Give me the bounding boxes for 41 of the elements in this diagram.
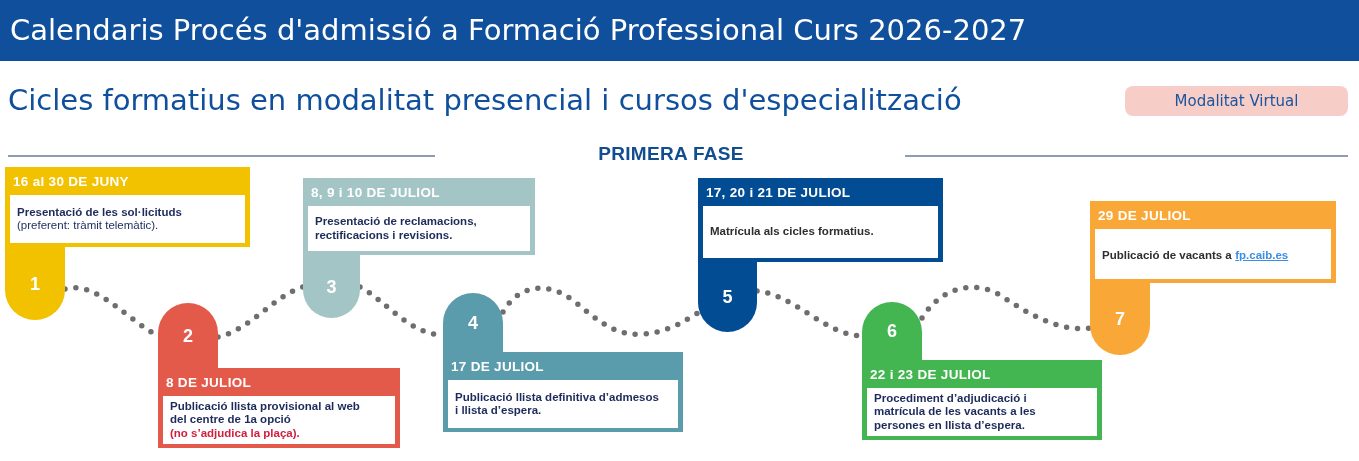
step-number: 1 — [30, 274, 40, 293]
section-heading: Cicles formatius en modalitat presencial i cursos d'especialització — [8, 84, 962, 118]
note-text: (no s’adjudica la plaça). — [170, 426, 300, 440]
step-number: 6 — [887, 322, 897, 340]
description-text: Procediment d’adjudicació i matrícula de les vacants a les persones en llista d’espera. — [874, 392, 1037, 432]
step-card — [158, 368, 400, 448]
step-card — [862, 360, 1102, 440]
number-tab — [862, 302, 922, 360]
date-heading: 16 al 30 DE JUNY — [13, 174, 129, 189]
description-text: Publicació de vacants a — [1102, 249, 1232, 261]
page-title: Calendaris Procés d'admissió a Formació Professional Curs 2026-2027 — [10, 13, 1027, 48]
step-card — [443, 352, 683, 432]
step-card — [303, 178, 535, 255]
date-heading: 17, 20 i 21 DE JULIOL — [706, 185, 851, 200]
mode-button: Modalitat Virtual — [1125, 86, 1348, 116]
number-tab — [158, 303, 218, 368]
phase-heading: PRIMERA FASE — [598, 144, 744, 165]
description-text: Publicació llista definitiva d’admesos i llista d’espera. — [455, 390, 660, 418]
date-heading: 17 DE JULIOL — [451, 359, 544, 374]
dotted-connector — [500, 285, 701, 337]
date-heading: 29 DE JULIOL — [1098, 208, 1191, 223]
step-card — [5, 167, 250, 247]
description-text: Matrícula als cicles formatius. — [710, 225, 874, 239]
description-text: Presentació de les sol·licituds (preferent: tràmit telemàtic). — [17, 205, 183, 233]
number-tab — [1090, 283, 1150, 355]
step-number: 7 — [1115, 310, 1125, 328]
step-card — [698, 178, 943, 262]
web-link: fp.caib.es — [1235, 249, 1289, 261]
number-tab — [5, 247, 65, 320]
step-card — [1090, 201, 1336, 283]
number-tab — [443, 293, 503, 352]
description-text: Publicació llista provisional al web del centre de 1a opció — [170, 400, 361, 427]
description-text: Presentació de reclamacions, rectificacions i revisions. — [315, 215, 478, 242]
number-tab — [303, 255, 360, 318]
step-number: 4 — [468, 313, 478, 332]
date-heading: 22 i 23 DE JULIOL — [870, 367, 991, 382]
step-number: 3 — [326, 277, 337, 296]
date-heading: 8, 9 i 10 DE JULIOL — [311, 185, 440, 200]
step-number: 5 — [722, 288, 733, 306]
step-number: 2 — [183, 326, 193, 345]
date-heading: 8 DE JULIOL — [166, 375, 252, 390]
